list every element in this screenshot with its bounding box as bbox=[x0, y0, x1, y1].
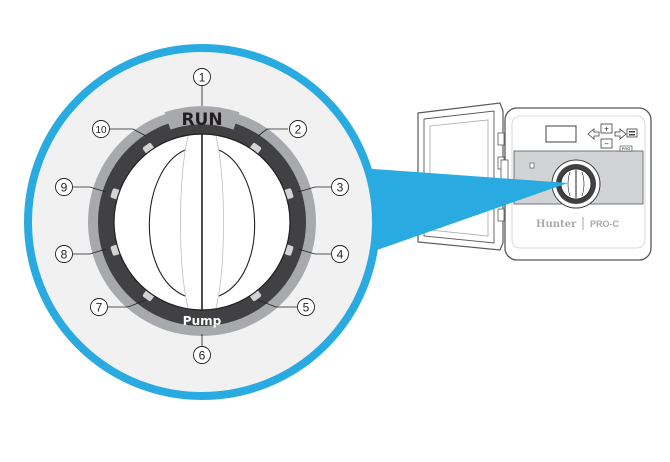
svg-text:10: 10 bbox=[95, 125, 107, 136]
callout-2: 2 bbox=[289, 120, 307, 138]
arrow-right-icon bbox=[614, 128, 627, 140]
prg-badge bbox=[619, 145, 633, 152]
minus-button-label: − bbox=[604, 140, 609, 149]
svg-text:4: 4 bbox=[337, 248, 344, 262]
callout-10: 10 bbox=[92, 120, 110, 138]
callout-3: 3 bbox=[331, 178, 349, 196]
svg-text:9: 9 bbox=[61, 181, 68, 195]
svg-text:1: 1 bbox=[199, 71, 206, 85]
minus-button[interactable] bbox=[600, 138, 613, 149]
svg-text:8: 8 bbox=[61, 248, 68, 262]
callout-5: 5 bbox=[297, 298, 315, 316]
svg-text:3: 3 bbox=[337, 181, 344, 195]
magnification-beam bbox=[360, 168, 568, 256]
callout-7: 7 bbox=[90, 298, 108, 316]
brand-label: Hunter bbox=[536, 219, 577, 230]
plus-button[interactable] bbox=[600, 123, 613, 134]
callout-9: 9 bbox=[55, 178, 73, 196]
controller-body: + − PRG Hu bbox=[500, 107, 652, 261]
dial-knob[interactable] bbox=[113, 133, 291, 311]
run-segment bbox=[164, 106, 240, 130]
model-label: PRO-C bbox=[590, 219, 620, 229]
callout-6: 6 bbox=[193, 346, 211, 364]
svg-text:5: 5 bbox=[303, 301, 310, 315]
callout-1: 1 bbox=[193, 68, 211, 86]
prg-badge-label: PRG bbox=[622, 146, 631, 151]
clock-icon bbox=[626, 128, 638, 138]
controller-dial[interactable] bbox=[551, 159, 601, 209]
svg-text:6: 6 bbox=[199, 349, 206, 363]
svg-text:7: 7 bbox=[96, 301, 103, 315]
svg-text:2: 2 bbox=[295, 123, 302, 137]
callout-leaders bbox=[73, 86, 331, 346]
run-label: RUN bbox=[181, 110, 222, 130]
arrow-left-icon bbox=[587, 128, 600, 140]
pump-label: Pump bbox=[183, 314, 222, 328]
callout-8: 8 bbox=[55, 245, 73, 263]
callout-4: 4 bbox=[331, 245, 349, 263]
plus-button-label: + bbox=[604, 125, 609, 134]
lcd-screen bbox=[545, 125, 577, 143]
magnified-view: RUN Pump bbox=[24, 44, 380, 400]
